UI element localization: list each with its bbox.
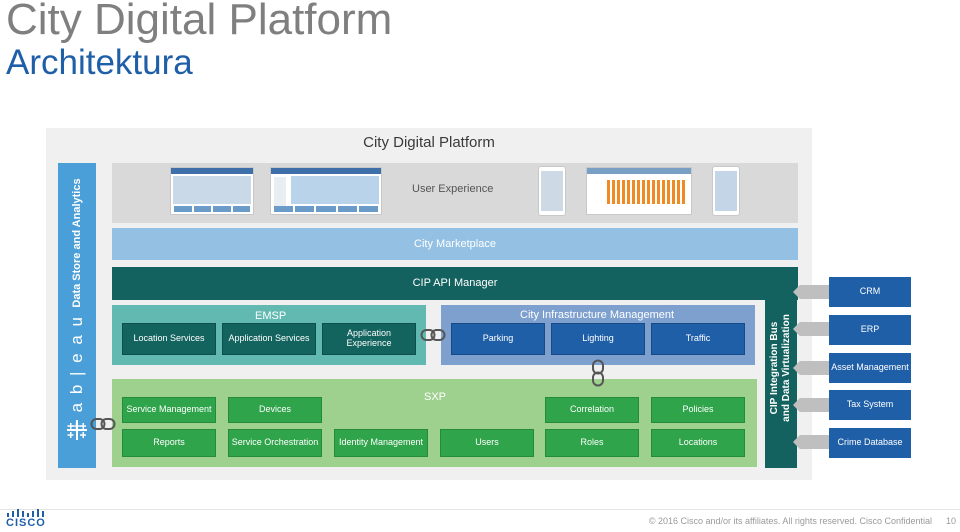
service-management-box: Service Management xyxy=(122,397,216,423)
cisco-logo: CISCO xyxy=(6,517,46,529)
reports-box: Reports xyxy=(122,429,216,457)
service-orchestration-box: Service Orchestration xyxy=(228,429,322,457)
emsp-title: EMSP xyxy=(255,310,287,322)
crm-box: CRM xyxy=(829,277,911,307)
cip-integration-bus-bar: CIP Integration Bus and Data Virtualizat… xyxy=(765,268,797,468)
location-services-box: Location Services xyxy=(122,323,216,355)
emsp-panel: EMSP Location Services Application Servi… xyxy=(112,305,426,365)
mobile-screenshot-1 xyxy=(538,166,566,216)
crm-arrow-icon xyxy=(793,285,831,299)
chain-link-icon-analytics xyxy=(90,418,116,430)
roles-box: Roles xyxy=(545,429,639,457)
lighting-box: Lighting xyxy=(551,323,645,355)
crime-database-box: Crime Database xyxy=(829,428,911,458)
chain-link-icon-vertical xyxy=(592,359,604,387)
erp-arrow-icon xyxy=(793,322,831,336)
cisco-bars-icon xyxy=(7,509,44,517)
crime-database-arrow-icon xyxy=(793,435,831,449)
sxp-title: SXP xyxy=(424,391,447,403)
city-infrastructure-management-panel: City Infrastructure Management Parking L… xyxy=(441,305,755,365)
diagram-frame-title: City Digital Platform xyxy=(363,134,495,151)
tax-system-arrow-icon xyxy=(793,398,831,412)
mobile-screenshot-2 xyxy=(712,166,740,216)
correlation-box: Correlation xyxy=(545,397,639,423)
parking-box: Parking xyxy=(451,323,545,355)
data-store-analytics-label: Data Store and Analytics xyxy=(71,178,83,308)
tax-system-box: Tax System xyxy=(829,390,911,420)
page-subtitle: Architektura xyxy=(6,43,193,82)
cip-api-manager-bar: CIP API Manager xyxy=(112,267,798,300)
devices-box: Devices xyxy=(228,397,322,423)
user-experience-row: User Experience xyxy=(112,163,798,223)
application-services-box: Application Services xyxy=(222,323,316,355)
dashboard-screenshot-2 xyxy=(270,167,382,215)
traffic-box: Traffic xyxy=(651,323,745,355)
chart-screenshot xyxy=(586,167,692,215)
cip-integration-bus-label: CIP Integration Bus and Data Virtualizat… xyxy=(769,314,792,422)
identity-management-box: Identity Management xyxy=(334,429,428,457)
cim-title: City Infrastructure Management xyxy=(520,309,675,321)
policies-box: Policies xyxy=(651,397,745,423)
city-marketplace-bar: City Marketplace xyxy=(112,228,798,260)
page-title: City Digital Platform xyxy=(6,0,393,44)
asset-management-arrow-icon xyxy=(793,361,831,375)
footer-divider xyxy=(0,509,960,510)
sxp-panel: SXP Service Management Devices Correlati… xyxy=(112,379,757,467)
locations-box: Locations xyxy=(651,429,745,457)
erp-box: ERP xyxy=(829,315,911,345)
users-box: Users xyxy=(440,429,534,457)
tableau-plus-icon xyxy=(67,420,87,440)
application-experience-box: Application Experience xyxy=(322,323,416,355)
chain-link-icon-emsp-cim xyxy=(420,329,446,341)
copyright-text: © 2016 Cisco and/or its affiliates. All … xyxy=(648,516,932,526)
footer-text: © 2016 Cisco and/or its affiliates. All … xyxy=(620,516,956,526)
page-number: 10 xyxy=(945,516,956,526)
tableau-logo: + a b | e a u xyxy=(67,315,86,431)
user-experience-label: User Experience xyxy=(412,183,494,195)
dashboard-screenshot-1 xyxy=(170,167,254,215)
asset-management-box: Asset Management xyxy=(829,353,911,383)
data-store-analytics-bar: Data Store and Analytics + a b | e a u xyxy=(58,163,96,468)
